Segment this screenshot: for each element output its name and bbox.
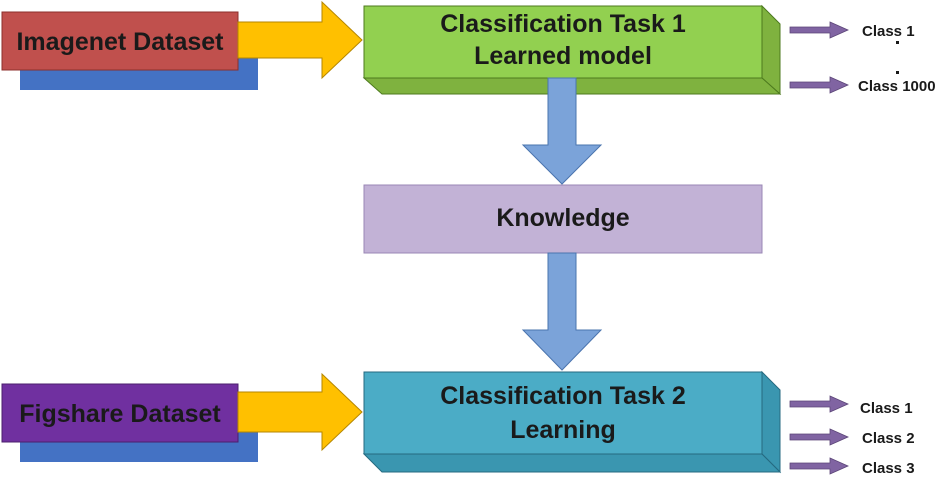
task2-output-label-1: Class 1 (860, 400, 913, 417)
task2-output-arrow-1 (789, 395, 849, 413)
task2-outputs: Class 1 Class 2 Class 3 (789, 395, 915, 477)
task2-output-arrow-3 (789, 457, 849, 475)
down-arrow-knowledge-to-task2 (521, 252, 603, 371)
figshare-input-arrow (237, 372, 363, 452)
task2-output-label-3: Class 3 (862, 460, 915, 477)
down-arrow-task1-to-knowledge (521, 77, 603, 185)
task2-output-label-2: Class 2 (862, 430, 915, 447)
task1-output-arrow-2 (789, 76, 849, 94)
task1-output-arrow-1 (789, 21, 849, 39)
task1-ellipsis-dot-2 (896, 71, 899, 74)
knowledge-label: Knowledge (496, 204, 629, 232)
knowledge-block: Knowledge (363, 184, 763, 254)
imagenet-dataset-block: Imagenet Dataset (1, 11, 258, 90)
task2-title-line1: Classification Task 2 (440, 382, 685, 410)
task1-ellipsis-dot-1 (896, 41, 899, 44)
task1-output-label-1: Class 1 (862, 23, 915, 40)
task1-title-line1: Classification Task 1 (440, 10, 686, 38)
task2-box-face (363, 371, 763, 455)
task1-outputs: Class 1 Class 1000 (789, 21, 936, 95)
figshare-dataset-label: Figshare Dataset (19, 400, 221, 428)
task2-output-arrow-2 (789, 428, 849, 446)
figshare-dataset-block: Figshare Dataset (1, 383, 258, 462)
task1-title-line2: Learned model (474, 42, 652, 70)
knowledge-box (363, 184, 763, 254)
classification-task1-block: Classification Task 1 Learned model (362, 4, 782, 96)
task1-output-label-2: Class 1000 (858, 78, 936, 95)
task2-box-bottom (362, 453, 782, 473)
task2-title-line2: Learning (510, 416, 616, 444)
imagenet-input-arrow (237, 0, 363, 80)
task1-box-face (363, 5, 763, 79)
imagenet-dataset-label: Imagenet Dataset (16, 28, 224, 56)
classification-task2-block: Classification Task 2 Learning (362, 370, 782, 474)
imagenet-dataset-box (1, 11, 239, 71)
